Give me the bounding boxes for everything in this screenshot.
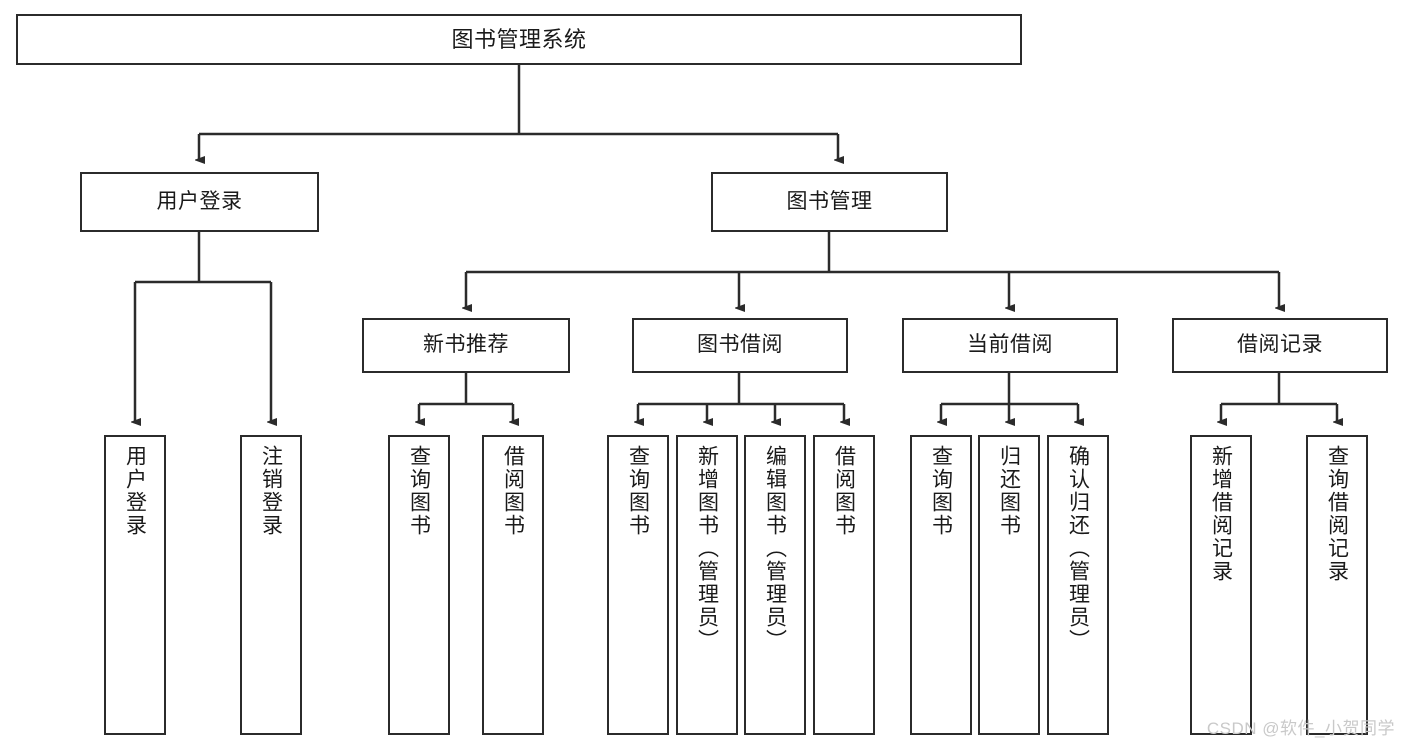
node-label: 新增图书（管理员） [695, 445, 719, 652]
node-label: 新书推荐 [423, 333, 509, 357]
leaf-edit-book-admin[interactable]: 编辑图书（管理员） [744, 435, 806, 735]
leaf-logout[interactable]: 注销登录 [240, 435, 302, 735]
node-label: 查询借阅记录 [1325, 445, 1349, 583]
leaf-query-book-current[interactable]: 查询图书 [910, 435, 972, 735]
node-root-system[interactable]: 图书管理系统 [16, 14, 1022, 65]
node-label: 借阅图书 [832, 445, 856, 537]
node-label: 查询图书 [626, 445, 650, 537]
node-label: 新增借阅记录 [1209, 445, 1233, 583]
node-label: 借阅记录 [1237, 333, 1323, 357]
node-label: 注销登录 [259, 445, 283, 537]
leaf-add-book-admin[interactable]: 新增图书（管理员） [676, 435, 738, 735]
node-label: 查询图书 [407, 445, 431, 537]
leaf-borrow-book[interactable]: 借阅图书 [813, 435, 875, 735]
node-label: 当前借阅 [967, 333, 1053, 357]
node-book-management[interactable]: 图书管理 [711, 172, 948, 232]
csdn-watermark: CSDN @软件_小贺同学 [1206, 719, 1395, 738]
node-borrow-record[interactable]: 借阅记录 [1172, 318, 1388, 373]
node-label: 图书管理 [786, 189, 873, 213]
node-book-borrow[interactable]: 图书借阅 [632, 318, 848, 373]
node-label: 编辑图书（管理员） [763, 445, 787, 652]
leaf-query-book-recommend[interactable]: 查询图书 [388, 435, 450, 735]
node-label: 确认归还（管理员） [1066, 445, 1090, 652]
node-label: 归还图书 [997, 445, 1021, 537]
node-new-book-recommend[interactable]: 新书推荐 [362, 318, 570, 373]
leaf-query-book-borrow[interactable]: 查询图书 [607, 435, 669, 735]
node-label: 用户登录 [123, 445, 147, 537]
leaf-confirm-return-admin[interactable]: 确认归还（管理员） [1047, 435, 1109, 735]
leaf-query-borrow-record[interactable]: 查询借阅记录 [1306, 435, 1368, 735]
node-user-login[interactable]: 用户登录 [80, 172, 319, 232]
node-label: 查询图书 [929, 445, 953, 537]
node-label: 图书管理系统 [451, 26, 587, 52]
leaf-user-login[interactable]: 用户登录 [104, 435, 166, 735]
leaf-borrow-book-recommend[interactable]: 借阅图书 [482, 435, 544, 735]
node-label: 用户登录 [156, 189, 243, 213]
leaf-add-borrow-record[interactable]: 新增借阅记录 [1190, 435, 1252, 735]
node-current-borrow[interactable]: 当前借阅 [902, 318, 1118, 373]
leaf-return-book[interactable]: 归还图书 [978, 435, 1040, 735]
node-label: 图书借阅 [697, 333, 783, 357]
node-label: 借阅图书 [501, 445, 525, 537]
